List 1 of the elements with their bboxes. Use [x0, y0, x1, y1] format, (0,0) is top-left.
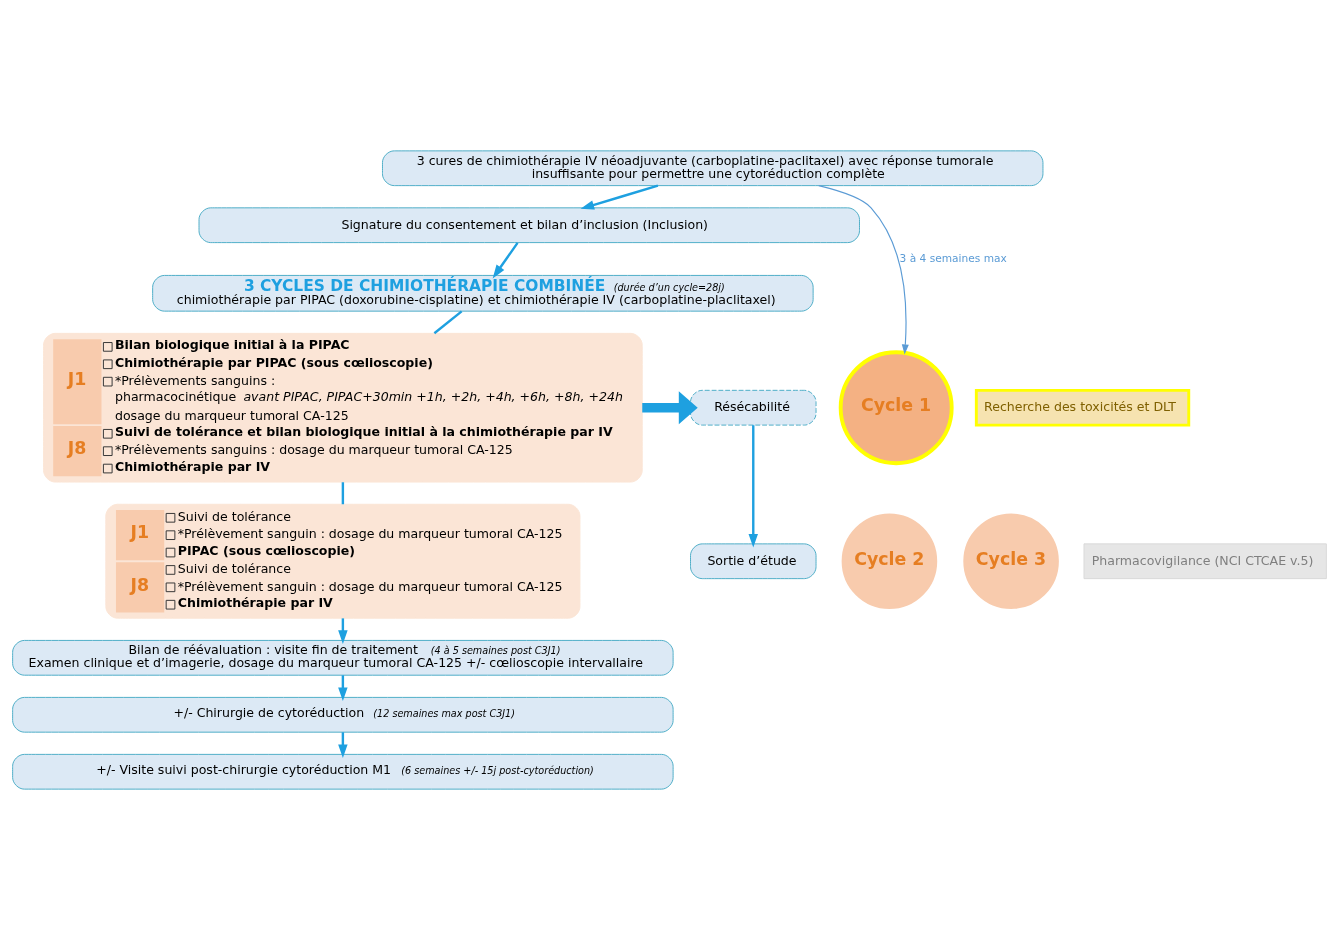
edge-label: 3 à 4 semaines max: [899, 251, 1007, 265]
